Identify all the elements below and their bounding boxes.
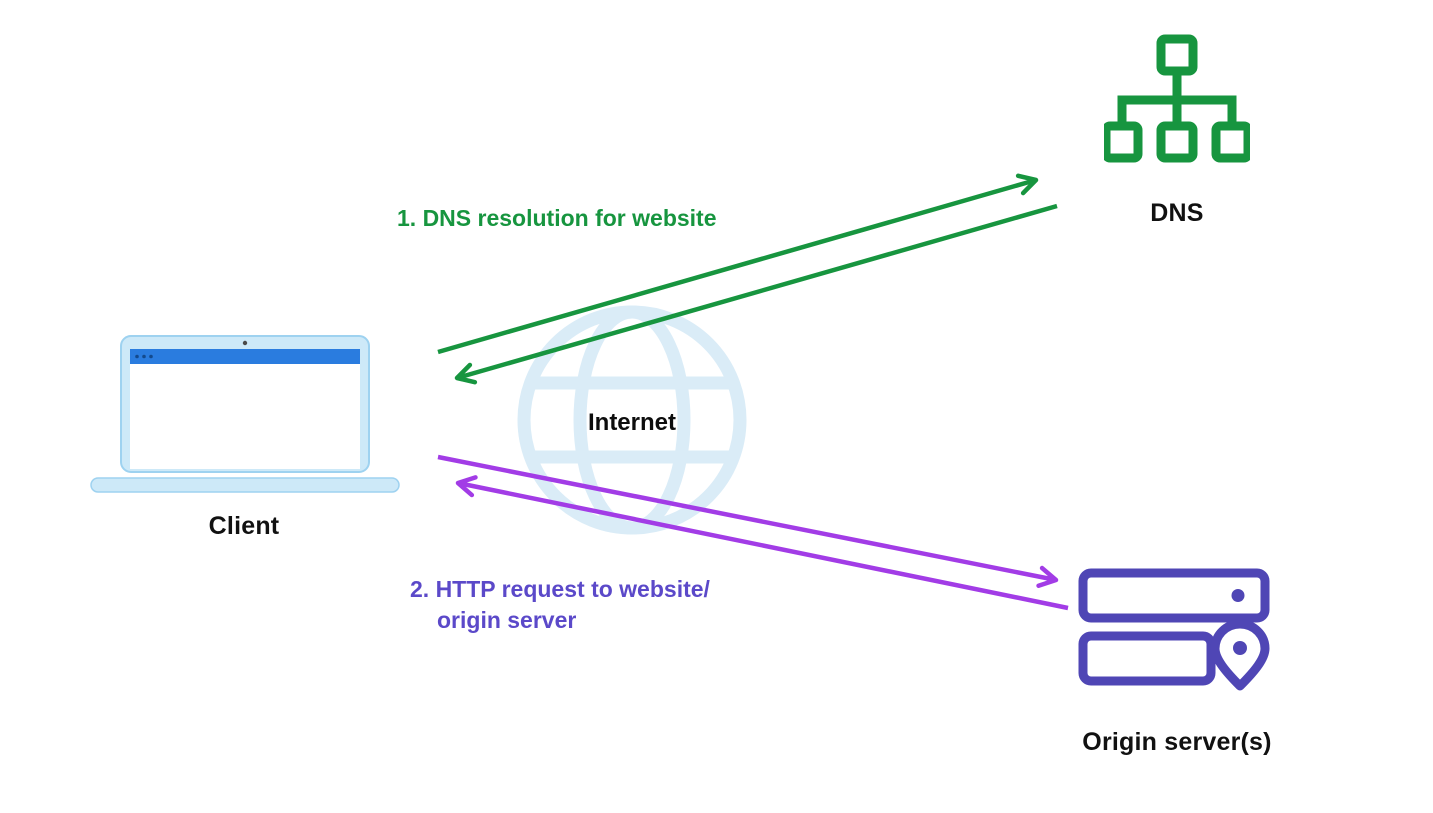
dns-connectors [1117,71,1237,126]
client-label: Client [208,512,280,540]
arrow-client-to-dns [437,173,1039,355]
internet-label: Internet [587,409,676,436]
browser-titlebar [130,349,360,364]
browser-content-area [130,364,360,469]
server-rack-bottom [1078,631,1216,686]
laptop-camera-dot [242,340,248,346]
arrow-origin-to-client [455,475,1069,611]
origin-server-icon [1078,568,1270,691]
client-laptop-icon [90,335,400,493]
step1-dns-resolution-label: 1. DNS resolution for website [397,205,717,231]
location-pin-dot [1233,641,1247,655]
globe-meridian [573,305,691,535]
step2-line1: 2. HTTP request to website/ [410,576,710,602]
step2-line2: origin server [437,607,577,633]
dns-leaf-node-3 [1211,121,1250,163]
step2-http-request-label: 2. HTTP request to website/ origin serve… [410,574,710,636]
dns-tree-icon [1104,34,1250,163]
dns-label: DNS [1150,199,1204,227]
origin-server-label: Origin server(s) [1082,728,1272,756]
dns-leaf-node-2 [1156,121,1198,163]
server-rack-top [1078,568,1270,623]
window-dot-3 [149,354,153,359]
laptop-base [90,477,400,493]
arrow-dns-to-client [454,203,1058,385]
window-dot-2 [142,354,146,359]
internet-globe-icon [517,305,747,535]
window-dot-1 [135,354,139,359]
arrow-client-to-origin [437,454,1059,588]
dns-leaf-node-1 [1104,121,1143,163]
dns-root-node [1156,34,1198,76]
server-led-dot [1231,589,1245,602]
